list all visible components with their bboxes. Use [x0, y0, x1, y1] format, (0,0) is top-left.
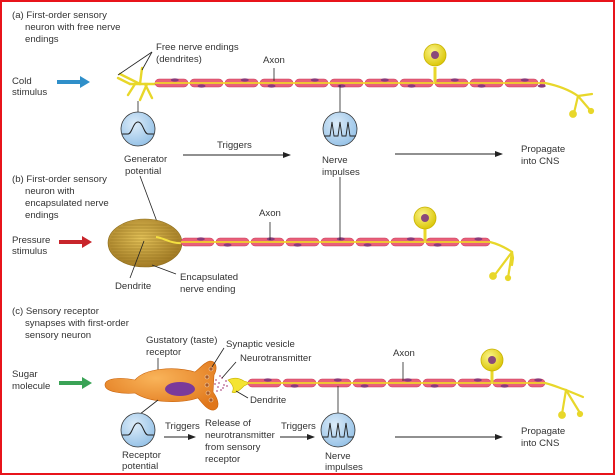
- schwann-nucleus: [406, 237, 415, 241]
- schwann-nucleus: [534, 378, 543, 382]
- schwann-nucleus: [403, 378, 412, 382]
- neurotransmitter-dot: [225, 380, 227, 382]
- panel-b-heading: (b) First-order sensory neuron with enca…: [12, 174, 111, 221]
- axon-terminal-c: [543, 381, 585, 419]
- axon-terminal-b: [488, 240, 515, 282]
- gustatory-receptor-cell: [104, 360, 219, 411]
- schwann-nucleus: [333, 378, 342, 382]
- free-endings-label: Free nerve endings (dendrites): [156, 42, 241, 65]
- schwann-nucleus: [363, 243, 372, 247]
- neurotransmitter-dot: [226, 385, 228, 387]
- neurotransmitter-dot: [222, 387, 224, 389]
- dendrite-label-b: Dendrite: [115, 281, 151, 292]
- pressure-stimulus-label: Pressure stimulus: [12, 235, 53, 257]
- free-nerve-endings: [116, 66, 157, 102]
- dendrite-pointer-c: [235, 390, 249, 399]
- nerve-impulses-icon-c: [320, 412, 356, 448]
- schwann-nucleus: [263, 378, 272, 382]
- generator-potential-label: Generator potential: [124, 154, 170, 177]
- schwann-nucleus: [430, 384, 439, 388]
- neurotransmitter-dot: [219, 375, 221, 377]
- schwann-nucleus: [500, 384, 509, 388]
- cell-body-a: [423, 43, 447, 82]
- neurotransmitter-particles: [214, 375, 228, 392]
- schwann-nucleus: [290, 384, 299, 388]
- schwann-nucleus: [336, 237, 345, 241]
- encapsulated-nerve-ending: [107, 218, 183, 268]
- schwann-nucleus: [477, 84, 486, 88]
- neurotransmitter-dot: [215, 379, 217, 381]
- neurotransmitter-dot: [214, 383, 216, 385]
- cell-body-b: [413, 206, 437, 241]
- panel-a-heading: (a) First-order sensory neuron with free…: [12, 10, 123, 45]
- schwann-nucleus: [293, 243, 302, 247]
- schwann-nucleus: [196, 237, 205, 241]
- axon-b: [180, 237, 491, 247]
- propagate-label-c: Propagate into CNS: [521, 426, 568, 449]
- schwann-nucleus: [520, 78, 529, 82]
- neurotransmitter-dot: [216, 390, 218, 392]
- triggers-label-a: Triggers: [217, 140, 252, 151]
- schwann-nucleus: [223, 243, 232, 247]
- dendrite-label-c: Dendrite: [250, 395, 286, 406]
- schwann-nucleus: [170, 78, 179, 82]
- schwann-nucleus: [537, 84, 546, 88]
- generator-potential-icon: [120, 111, 156, 147]
- sugar-stimulus-label: Sugar molecule: [12, 369, 50, 392]
- axon-c: [247, 378, 546, 388]
- schwann-nucleus: [473, 378, 482, 382]
- schwann-nucleus: [266, 237, 275, 241]
- schwann-nucleus: [240, 78, 249, 82]
- schwann-nucleus: [474, 237, 483, 241]
- vesicle-pointer: [211, 347, 225, 368]
- panel-c: (c) Sensory receptor synapses with first…: [12, 306, 585, 473]
- schwann-nucleus: [267, 84, 276, 88]
- synaptic-vesicles: [204, 366, 214, 403]
- nerve-impulses-label-a: Nerve impulses: [322, 155, 360, 178]
- schwann-nucleus: [310, 78, 319, 82]
- gustatory-label: Gustatory (taste) receptor: [146, 335, 220, 358]
- axon-b-label: Axon: [259, 208, 281, 219]
- neurotransmitter-dot: [223, 384, 225, 386]
- schwann-nucleus: [407, 84, 416, 88]
- neurotransmitter-dot: [220, 389, 222, 391]
- triggers-label-c2: Triggers: [281, 421, 316, 432]
- schwann-nucleus: [380, 78, 389, 82]
- nerve-impulses-label-c: Nerve impulses: [325, 451, 363, 473]
- cold-stimulus-label: Cold stimulus: [12, 76, 47, 98]
- sugar-stimulus-arrow: [59, 377, 92, 389]
- cold-stimulus-arrow: [57, 76, 90, 88]
- schwann-nucleus: [450, 78, 459, 82]
- release-label: Release of neurotransmitter from sensory…: [205, 418, 278, 465]
- cell-body-c: [480, 348, 504, 382]
- axon-a-label: Axon: [263, 55, 285, 66]
- encapsulated-pointer: [151, 264, 177, 275]
- axon-a: [154, 78, 546, 88]
- panel-c-heading: (c) Sensory receptor synapses with first…: [12, 306, 132, 341]
- schwann-nucleus: [360, 384, 369, 388]
- dendrite-c: [227, 377, 251, 394]
- schwann-nucleus: [337, 84, 346, 88]
- neurotransmitter-label: Neurotransmitter: [240, 353, 312, 364]
- receptor-potential-label: Receptor potential: [122, 450, 164, 472]
- receptor-potential-icon: [120, 412, 156, 448]
- triggers-label-c1: Triggers: [165, 421, 200, 432]
- axon-c-label: Axon: [393, 348, 415, 359]
- panel-a: (a) First-order sensory neuron with free…: [12, 10, 595, 178]
- neurotransmitter-dot: [217, 386, 219, 388]
- free-endings-pointer: [117, 51, 153, 76]
- neurotransmitter-dot: [218, 382, 220, 384]
- dendrite-pointer-b: [129, 240, 145, 279]
- axon-terminal-a: [543, 81, 595, 118]
- propagate-label-a: Propagate into CNS: [521, 144, 568, 167]
- neurotransmitter-pointer: [221, 361, 237, 379]
- pressure-stimulus-arrow: [59, 236, 92, 248]
- nerve-impulses-icon-a: [322, 111, 358, 147]
- panel-b: (b) First-order sensory neuron with enca…: [12, 174, 515, 295]
- encapsulated-label: Encapsulated nerve ending: [180, 272, 241, 295]
- schwann-nucleus: [197, 84, 206, 88]
- schwann-nucleus: [433, 243, 442, 247]
- synaptic-vesicle-label: Synaptic vesicle: [226, 339, 295, 350]
